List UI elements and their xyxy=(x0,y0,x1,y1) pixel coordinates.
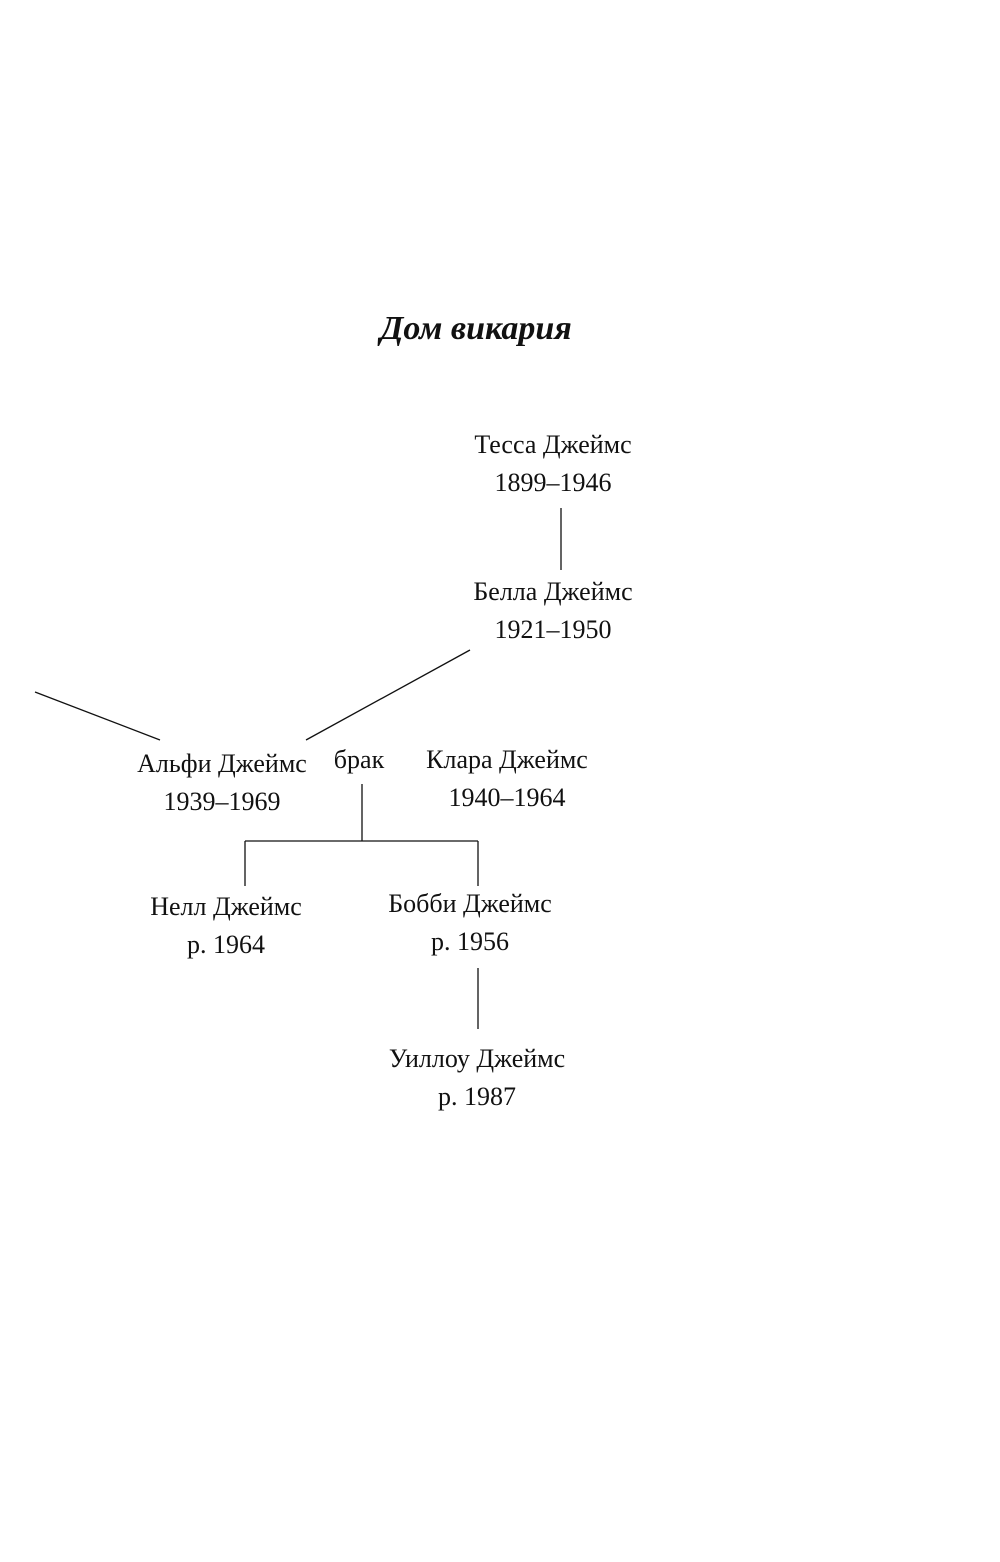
person-dates: 1939–1969 xyxy=(163,787,281,816)
person-alfie: Альфи Джеймс 1939–1969 xyxy=(137,745,307,821)
person-tessa: Тесса Джеймс 1899–1946 xyxy=(474,426,631,502)
line-bella-alfie xyxy=(305,649,471,741)
line-unknown-parent-alfie xyxy=(34,691,161,741)
person-dates: р. 1964 xyxy=(186,930,265,959)
person-bella: Белла Джеймс 1921–1950 xyxy=(473,573,632,649)
person-dates: 1921–1950 xyxy=(494,615,612,644)
person-bobby: Бобби Джеймс р. 1956 xyxy=(388,885,552,961)
person-dates: р. 1987 xyxy=(438,1082,516,1111)
person-name: Тесса Джеймс xyxy=(474,430,632,459)
person-willow: Уиллоу Джеймс р. 1987 xyxy=(389,1040,565,1116)
person-dates: 1899–1946 xyxy=(494,468,612,497)
page-title: Дом викария xyxy=(380,310,572,347)
person-dates: 1940–1964 xyxy=(448,783,566,812)
person-name: Клара Джеймс xyxy=(426,745,588,774)
person-name: Нелл Джеймс xyxy=(150,892,302,921)
person-nell: Нелл Джеймс р. 1964 xyxy=(150,888,302,964)
person-name: Альфи Джеймс xyxy=(137,749,307,778)
person-klara: Клара Джеймс 1940–1964 xyxy=(426,741,588,817)
person-dates: р. 1956 xyxy=(430,927,509,956)
marriage-label: брак xyxy=(333,745,385,774)
person-name: Бобби Джеймс xyxy=(388,889,552,918)
person-name: Уиллоу Джеймс xyxy=(388,1044,566,1073)
person-name: Белла Джеймс xyxy=(473,577,633,606)
